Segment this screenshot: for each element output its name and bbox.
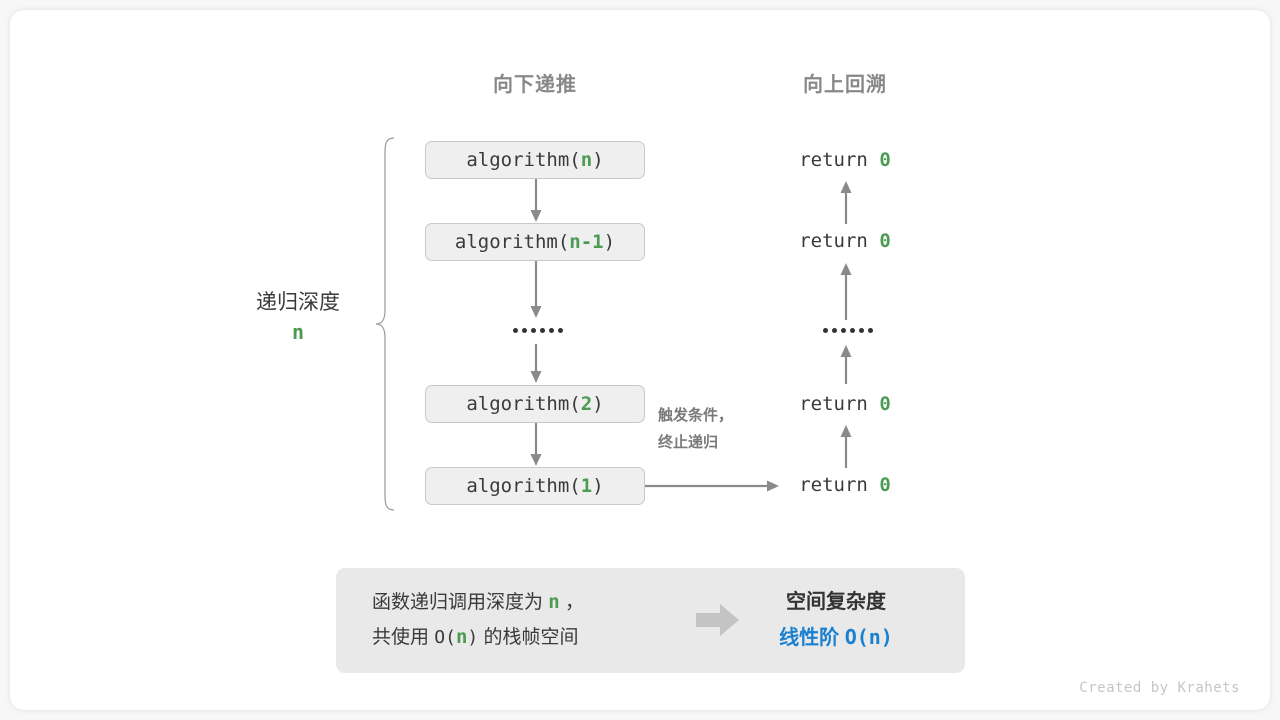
recursion-depth-value: n [291, 320, 305, 344]
summary-line2-n: n [455, 626, 468, 648]
down-arrow-4 [530, 423, 542, 466]
summary-line2-text-b: 的栈帧空间 [478, 627, 579, 648]
call-box-1: algorithm(1) [425, 467, 645, 505]
recursion-depth-label: 递归深度 n [198, 289, 398, 347]
return-keyword: return [799, 393, 880, 415]
complexity-value-text: 线性阶 [779, 627, 845, 649]
up-arrow-3 [840, 345, 852, 384]
column-header-up: 向上回溯 [803, 74, 887, 96]
call-box-close: ) [592, 149, 604, 171]
recursion-depth-text: 递归深度 [256, 291, 340, 314]
call-box-arg: 2 [580, 393, 593, 415]
call-box-n-minus-1: algorithm(n-1) [425, 223, 645, 261]
call-box-fn: algorithm( [466, 475, 581, 497]
down-arrow-3 [530, 344, 542, 383]
return-value: 0 [879, 393, 891, 415]
summary-line1-text-a: 函数递归调用深度为 [372, 592, 549, 613]
up-arrow-2 [840, 263, 852, 320]
call-box-fn: algorithm( [466, 393, 581, 415]
summary-line2-close: ) [467, 627, 479, 648]
return-value: 0 [879, 230, 891, 252]
return-statement-3: return 0 [745, 393, 945, 415]
return-keyword: return [799, 149, 880, 171]
summary-line1-n: n [548, 591, 560, 613]
down-arrow-2 [530, 261, 542, 318]
down-arrow-1 [530, 179, 542, 222]
call-box-n: algorithm(n) [425, 141, 645, 179]
call-box-arg: n-1 [569, 231, 604, 253]
complexity-value: 线性阶 O(n) [736, 620, 936, 656]
call-box-arg: n [580, 149, 593, 171]
return-statement-4: return 0 [745, 474, 945, 496]
summary-panel: 函数递归调用深度为 n ， 共使用 O(n) 的栈帧空间 空间复杂度 线性阶 O… [336, 568, 965, 673]
return-keyword: return [799, 230, 880, 252]
column-header-down: 向下递推 [493, 74, 577, 96]
summary-conclusion: 空间复杂度 线性阶 O(n) [736, 585, 936, 656]
call-box-2: algorithm(2) [425, 385, 645, 423]
summary-line1-text-b: ， [559, 592, 585, 613]
summary-line2-o: O( [434, 627, 456, 648]
diagram-canvas: 向下递推 向上回溯 递归深度 n algorithm(n) algorithm(… [10, 10, 1270, 710]
call-box-close: ) [592, 393, 604, 415]
complexity-title: 空间复杂度 [786, 591, 886, 613]
up-arrow-4 [840, 425, 852, 468]
depth-brace [375, 137, 395, 511]
trigger-note-line2: 终止递归 [658, 434, 719, 451]
complexity-value-notation: O(n) [844, 625, 893, 649]
summary-description: 函数递归调用深度为 n ， 共使用 O(n) 的栈帧空间 [372, 585, 702, 655]
conclusion-arrow-icon [696, 604, 739, 636]
summary-line-1: 函数递归调用深度为 n ， [372, 585, 702, 620]
call-box-arg: 1 [580, 475, 593, 497]
trigger-note-line1: 触发条件， [658, 407, 734, 424]
left-ellipsis [513, 328, 563, 333]
trigger-condition-note: 触发条件， 终止递归 [658, 402, 733, 456]
up-arrow-1 [840, 181, 852, 224]
return-keyword: return [799, 474, 880, 496]
call-box-close: ) [592, 475, 604, 497]
return-statement-2: return 0 [745, 230, 945, 252]
call-box-close: ) [603, 231, 616, 253]
call-box-fn: algorithm( [454, 231, 570, 253]
summary-line2-text-a: 共使用 [372, 627, 435, 648]
return-value: 0 [879, 474, 891, 496]
call-box-fn: algorithm( [466, 149, 581, 171]
credit-text: Created by Krahets [1079, 680, 1240, 696]
right-ellipsis [823, 328, 873, 333]
summary-line-2: 共使用 O(n) 的栈帧空间 [372, 620, 702, 655]
return-statement-1: return 0 [745, 149, 945, 171]
base-case-arrow [645, 480, 779, 492]
return-value: 0 [879, 149, 891, 171]
